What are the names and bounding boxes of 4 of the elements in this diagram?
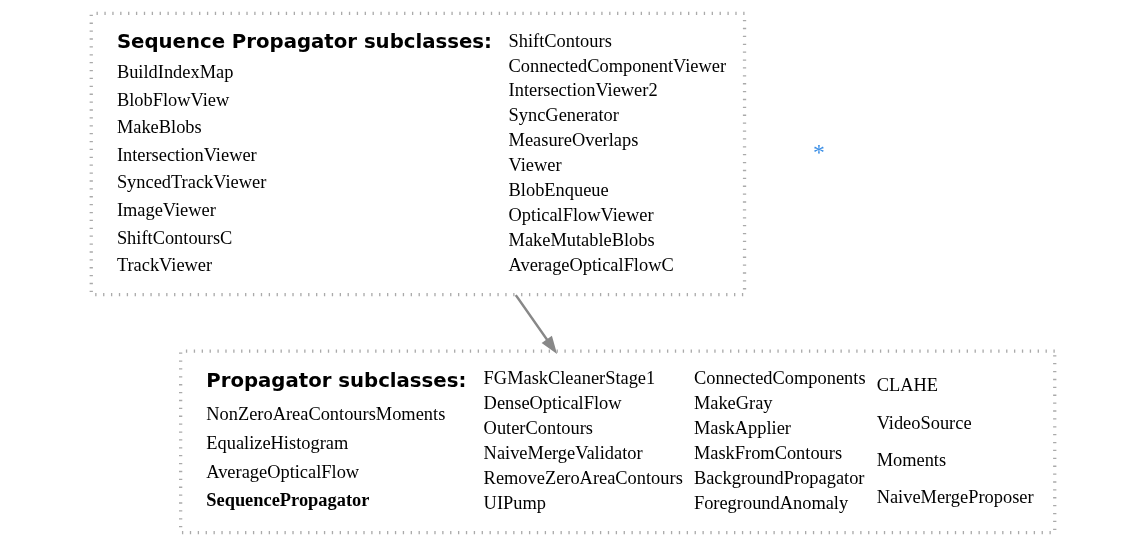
node-box: Sequence Propagator subclasses: BuildIndexMap BlobFlowView MakeBlobs IntersectionViewer SyncedTrackViewer ImageViewer ShiftContoursC TrackViewer ShiftContours ConnectedComponentViewer IntersectionViewer2 SyncGenerator MeasureOverlaps Viewer BlobEnqueue OpticalFlowViewer MakeMutableBlobs AverageOpticalFlowC [89, 11, 746, 297]
node-box: Propagator subclasses: NonZeroAreaContoursMoments EqualizeHistogram AverageOpticalFlow SequencePropagator FGMaskCleanerStage1 DenseOpticalFlow OuterContours NaiveMergeValidator RemoveZeroAreaContours UIPump ConnectedComponents MakeGray MaskApplier MaskFromContours BackgroundPropagator ForegroundAnomaly CLAHE VideoSource Moments NaiveMergeProposer [178, 349, 1056, 535]
label: * [812, 138, 825, 165]
arrow [514, 294, 557, 354]
